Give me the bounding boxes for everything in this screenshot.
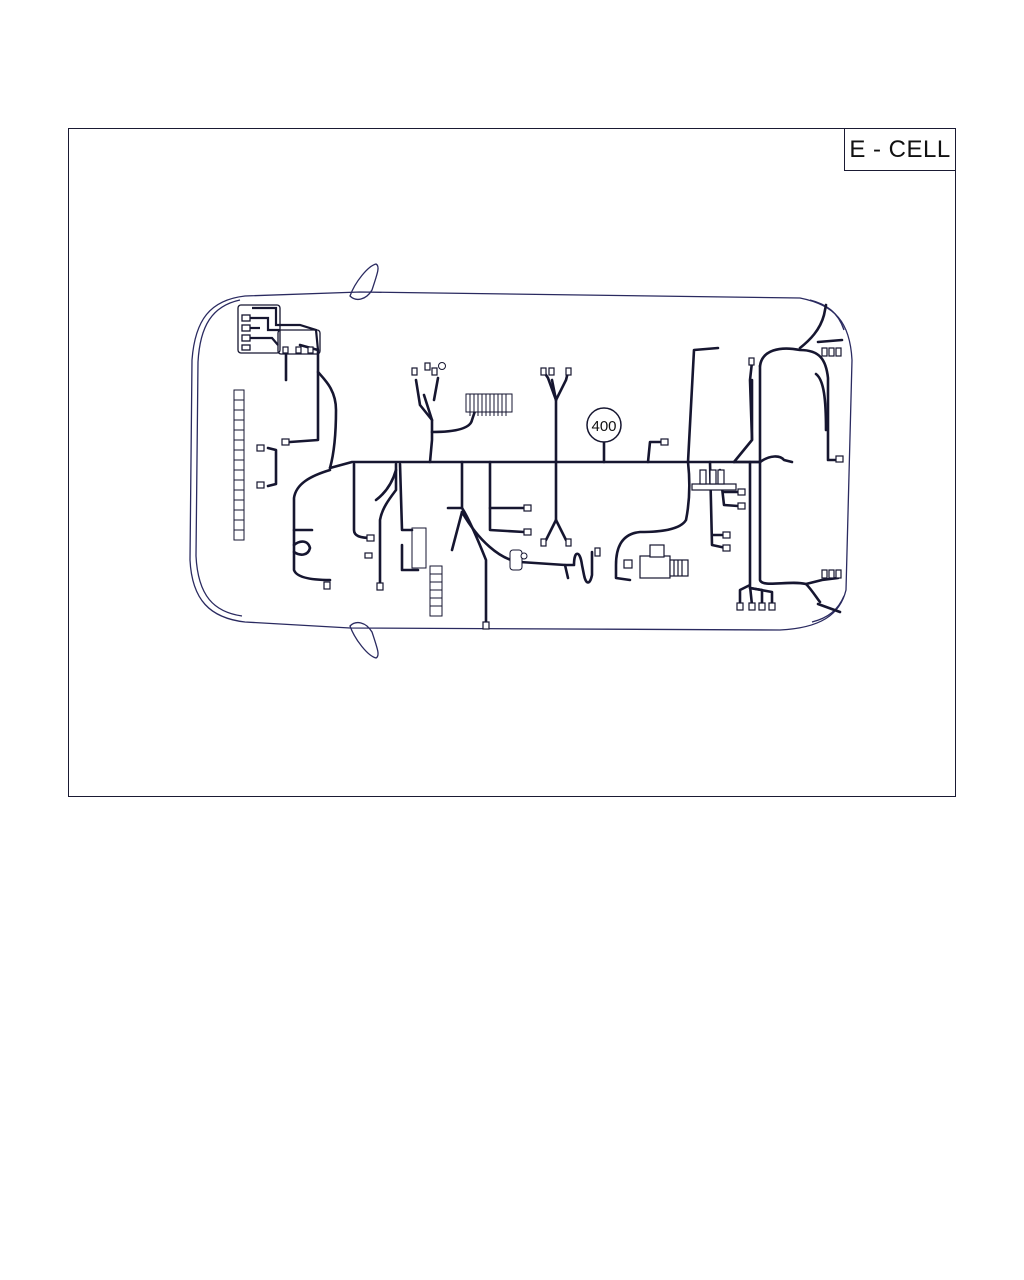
connector [366,534,375,542]
connector [736,602,744,611]
connector [540,538,547,547]
connector [282,346,289,354]
connector [828,569,835,579]
connector [482,621,490,630]
connector [758,602,766,611]
connector [307,346,314,354]
connector [660,438,669,446]
connector [768,602,776,611]
connector [295,346,302,354]
left-mirror [349,263,379,301]
relay-block [411,527,528,617]
connectors [256,346,844,630]
connector [737,488,746,496]
control-module [623,469,737,579]
connector [821,347,828,357]
right-mirror [349,621,379,659]
main-harness [266,303,844,628]
connector [835,569,842,579]
connector [565,367,572,376]
connector [821,569,828,579]
diagram-frame: E - CELL [68,128,956,797]
connector [256,444,265,452]
connector [748,357,755,366]
connector [411,367,418,376]
connector [835,455,844,463]
connector [835,347,842,357]
connector [281,438,290,446]
connector [256,481,265,489]
connector [431,367,438,376]
callout-number: 400 [591,418,616,435]
connector [565,538,572,547]
connector [594,547,601,557]
connector [424,362,431,371]
connector [323,581,331,590]
connector [523,528,532,536]
vehicle-body-outline [189,263,853,659]
left-connector-strip [233,389,245,541]
connector [364,552,373,559]
connector [737,502,746,510]
connector [828,347,835,357]
fuse-box-cluster [237,304,321,355]
connector [523,504,532,512]
connector [548,367,555,376]
connector [722,544,731,552]
connector [748,602,756,611]
connector [376,582,384,591]
callout-400: 400 [586,407,622,443]
connector [540,367,547,376]
cell-label: E - CELL [844,128,956,171]
comb-connector [438,362,513,416]
connector [722,531,731,539]
